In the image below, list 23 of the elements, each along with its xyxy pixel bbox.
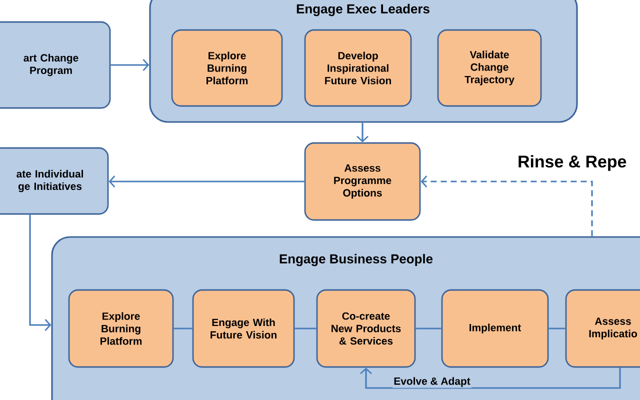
arrow	[110, 59, 150, 71]
start-box: art Change Program	[0, 21, 111, 109]
process-box: Co-create New Products & Services	[316, 289, 416, 368]
arrow	[360, 368, 621, 389]
process-box: Develop Inspirational Future Vision	[304, 29, 412, 107]
process-box: Implement	[441, 289, 549, 368]
process-box: Validate Change Trajectory	[437, 29, 542, 107]
process-box: Explore Burning Platform	[68, 289, 174, 368]
arrow	[356, 122, 368, 142]
process-box: Assess Programme Options	[304, 142, 421, 221]
arrow	[108, 176, 304, 188]
heading-text: Rinse & Repe	[518, 155, 626, 171]
process-box: Explore Burning Platform	[171, 29, 283, 107]
process-box: Engage With Future Vision	[192, 289, 295, 368]
connector-line	[548, 328, 566, 330]
start-box: ate Individual ge Initiatives	[0, 147, 109, 215]
arrow	[29, 214, 52, 331]
connector-line	[416, 328, 442, 330]
edge-label: Evolve & Adapt	[392, 376, 472, 388]
arrow	[420, 176, 593, 236]
connector-line	[294, 328, 316, 330]
connector-line	[174, 328, 192, 330]
process-box: Assess Implicatio	[565, 289, 640, 368]
